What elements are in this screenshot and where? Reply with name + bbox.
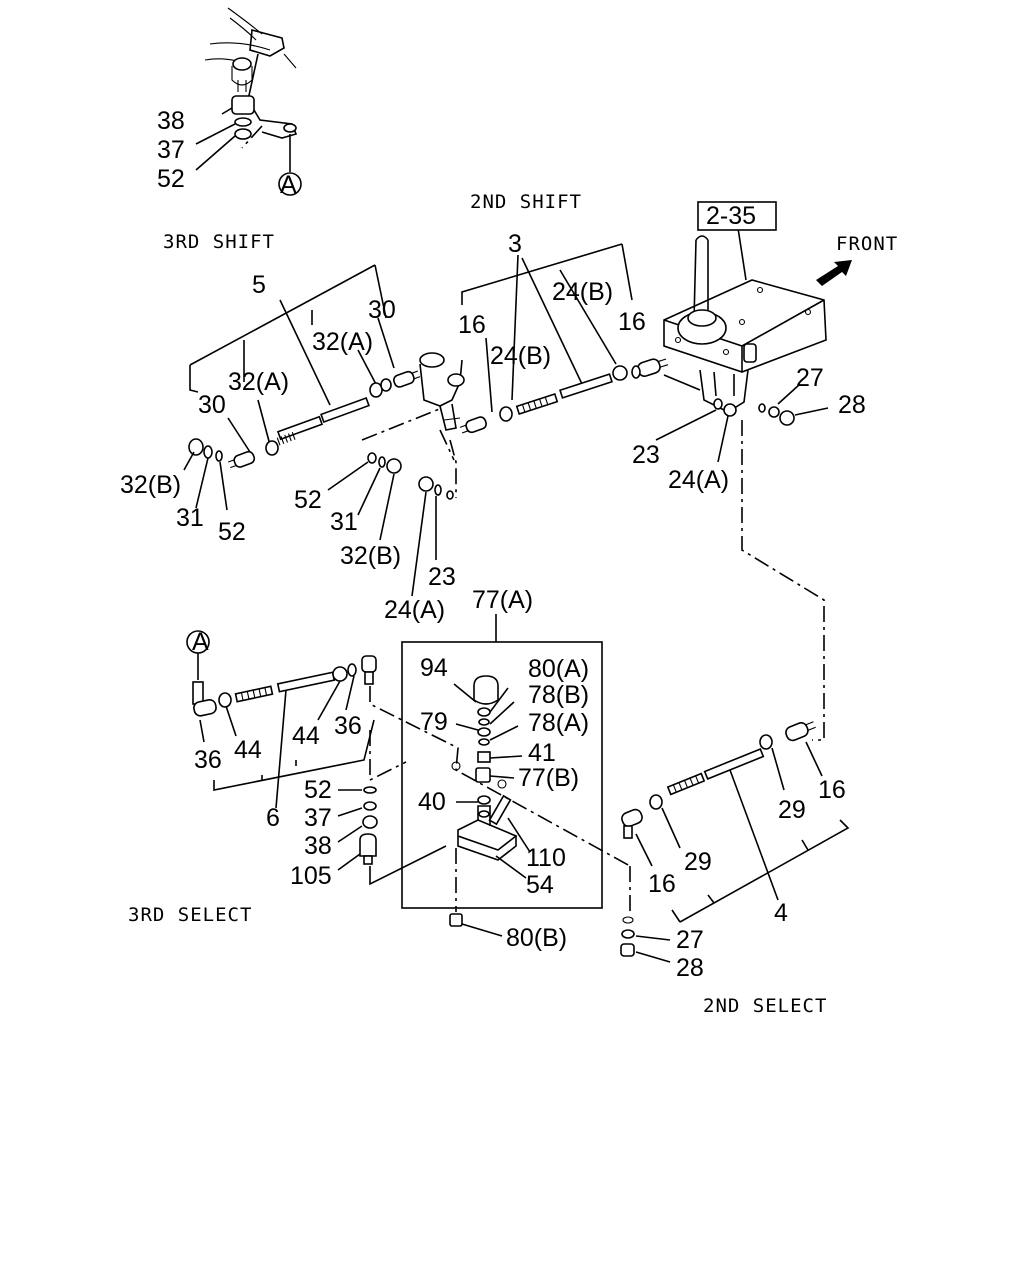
- callout: 23: [428, 563, 456, 591]
- callout: 52: [157, 165, 185, 193]
- callout: 16: [458, 311, 486, 339]
- callout: 79: [420, 708, 448, 736]
- callout: 36: [194, 746, 222, 774]
- callout: 24(B): [490, 342, 551, 370]
- callout: 3: [508, 230, 522, 258]
- center-bracket: [327, 352, 487, 597]
- callout: 31: [330, 508, 358, 536]
- callout: 105: [290, 862, 332, 890]
- callout: 16: [648, 870, 676, 898]
- callout: 77(B): [518, 764, 579, 792]
- callout: 32(A): [228, 368, 289, 396]
- callout: 28: [838, 391, 866, 419]
- callout: 44: [234, 736, 262, 764]
- caption-3rd-shift: 3RD SHIFT: [163, 231, 275, 253]
- callout: 77(A): [472, 586, 533, 614]
- callout: 38: [157, 107, 185, 135]
- second-shift-rod: [461, 243, 669, 422]
- callout: 78(B): [528, 681, 589, 709]
- callout: 37: [304, 804, 332, 832]
- caption-front: FRONT: [836, 233, 898, 255]
- callout: 23: [632, 441, 660, 469]
- callout: 94: [420, 654, 448, 682]
- callout: 52: [294, 486, 322, 514]
- callout: 27: [796, 364, 824, 392]
- callout: 5: [252, 271, 266, 299]
- callout: 24(A): [668, 466, 729, 494]
- callout: 36: [334, 712, 362, 740]
- callout: 28: [676, 954, 704, 982]
- callout: 44: [292, 722, 320, 750]
- callout: 24(B): [552, 278, 613, 306]
- callout: 30: [198, 391, 226, 419]
- lever-assembly: [195, 7, 302, 196]
- callout: 40: [418, 788, 446, 816]
- callout: 30: [368, 296, 396, 324]
- callout: 4: [774, 899, 788, 927]
- callout: 16: [618, 308, 646, 336]
- callout: 29: [684, 848, 712, 876]
- bracket-box: [401, 614, 603, 937]
- reference-label: 2-35: [706, 202, 756, 230]
- callout: 80(B): [506, 924, 567, 952]
- callout: 52: [218, 518, 246, 546]
- shift-lever-housing: [655, 201, 829, 463]
- callout-A: A: [280, 171, 297, 199]
- callout: 6: [266, 804, 280, 832]
- callout: 32(B): [120, 471, 181, 499]
- route-line: [741, 420, 825, 741]
- callout: 52: [304, 776, 332, 804]
- caption-3rd-select: 3RD SELECT: [128, 904, 252, 926]
- callout: 31: [176, 504, 204, 532]
- third-shift-rod: [183, 264, 421, 511]
- callout: 16: [818, 776, 846, 804]
- callout: 41: [528, 739, 556, 767]
- callout: 32(B): [340, 542, 401, 570]
- callout: 37: [157, 136, 185, 164]
- callout: 38: [304, 832, 332, 860]
- callout: 78(A): [528, 709, 589, 737]
- callout: 54: [526, 871, 554, 899]
- front-arrow-icon: [816, 260, 852, 286]
- callout: 27: [676, 926, 704, 954]
- callout: 32(A): [312, 328, 373, 356]
- callout-A: A: [192, 628, 209, 656]
- callout: 29: [778, 796, 806, 824]
- callout: 80(A): [528, 655, 589, 683]
- second-select-rod: [620, 721, 850, 963]
- caption-2nd-select: 2ND SELECT: [703, 995, 827, 1017]
- third-select-rod: [186, 630, 631, 886]
- callout: 110: [526, 844, 566, 872]
- caption-2nd-shift: 2ND SHIFT: [470, 191, 582, 213]
- callout: 24(A): [384, 596, 445, 624]
